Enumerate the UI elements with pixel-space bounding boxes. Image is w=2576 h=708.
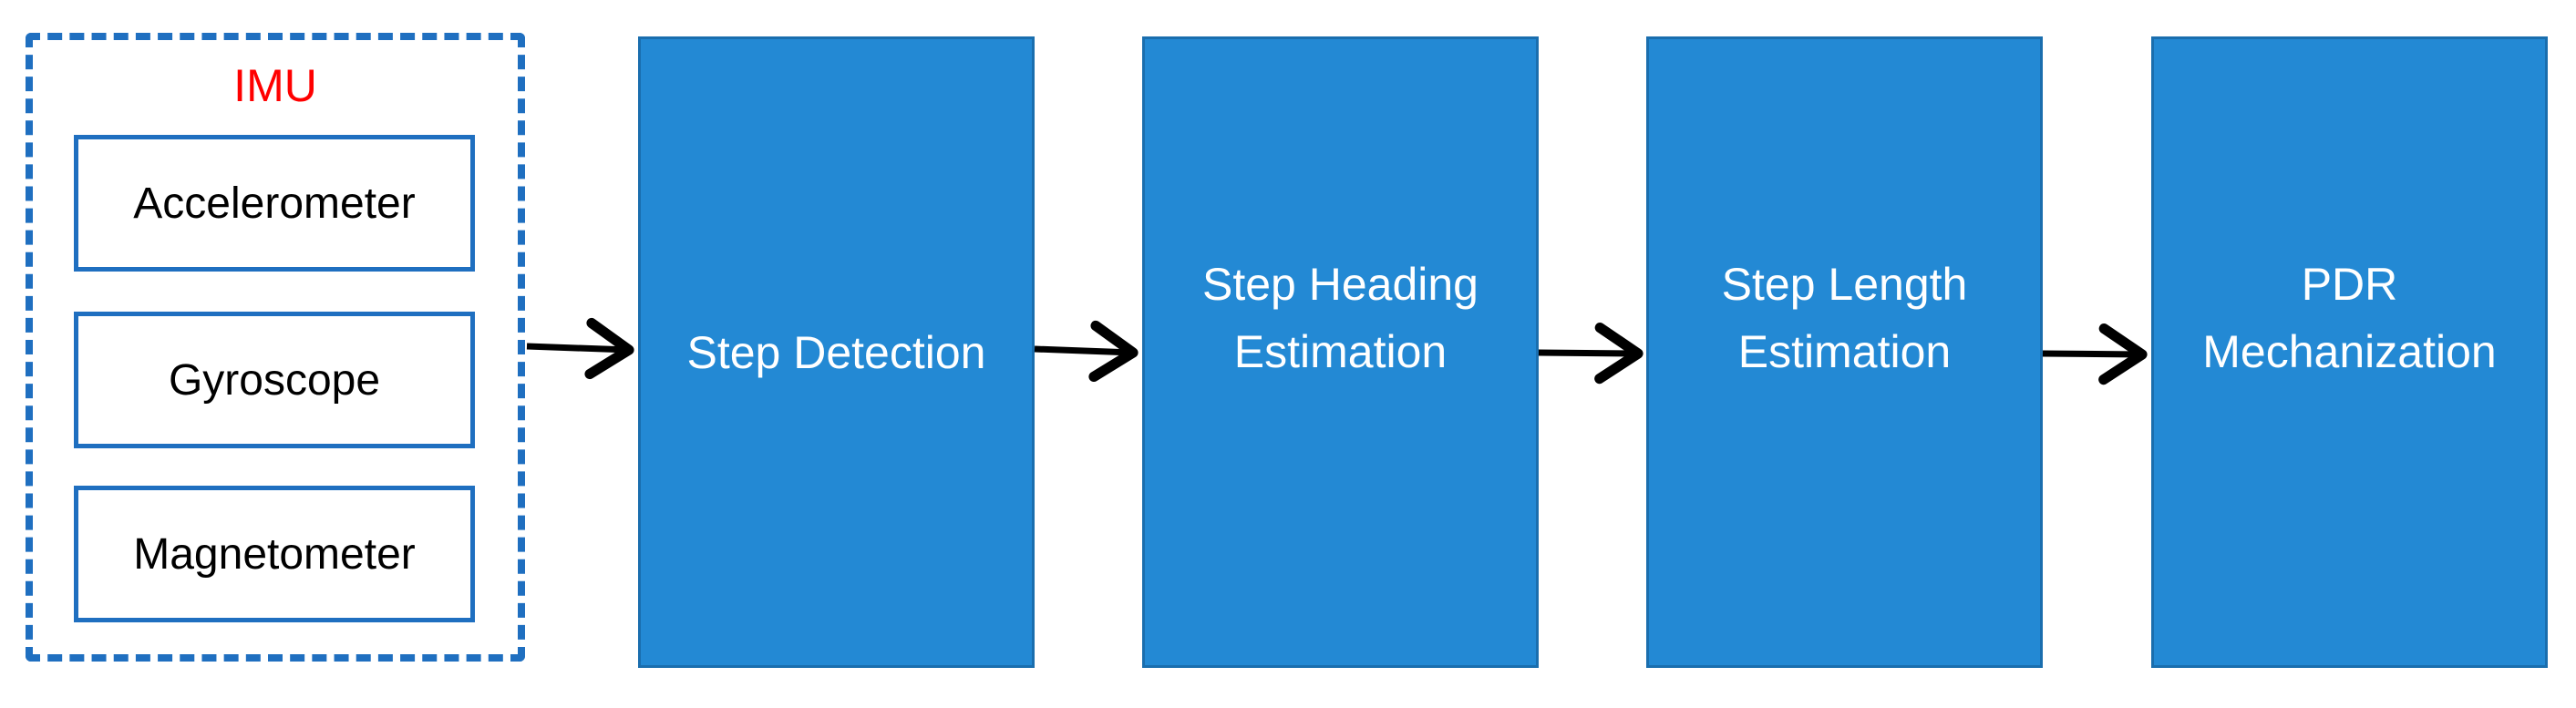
imu-group: IMU Accelerometer Gyroscope Magnetometer	[26, 33, 525, 662]
arrow-detection-to-heading	[1034, 320, 1139, 383]
step-length-estimation-label: Step Length Estimation	[1721, 258, 1968, 377]
magnetometer-label: Magnetometer	[133, 529, 416, 579]
pdr-mechanization-label: PDR Mechanization	[2202, 258, 2497, 377]
step-length-estimation-box: Step Length Estimation	[1646, 36, 2043, 668]
gyroscope-label: Gyroscope	[168, 355, 381, 405]
step-detection-box: Step Detection	[638, 36, 1035, 668]
step-heading-estimation-box: Step Heading Estimation	[1142, 36, 1539, 668]
pdr-mechanization-box: PDR Mechanization	[2151, 36, 2548, 668]
accelerometer-box: Accelerometer	[74, 135, 475, 272]
magnetometer-box: Magnetometer	[74, 486, 475, 622]
accelerometer-label: Accelerometer	[133, 179, 416, 228]
arrow-heading-to-length	[1538, 323, 1643, 385]
gyroscope-box: Gyroscope	[74, 312, 475, 448]
step-heading-estimation-label: Step Heading Estimation	[1201, 258, 1479, 377]
imu-title: IMU	[233, 60, 317, 111]
arrow-imu-to-step-detection	[526, 317, 634, 380]
step-detection-label: Step Detection	[686, 326, 986, 378]
